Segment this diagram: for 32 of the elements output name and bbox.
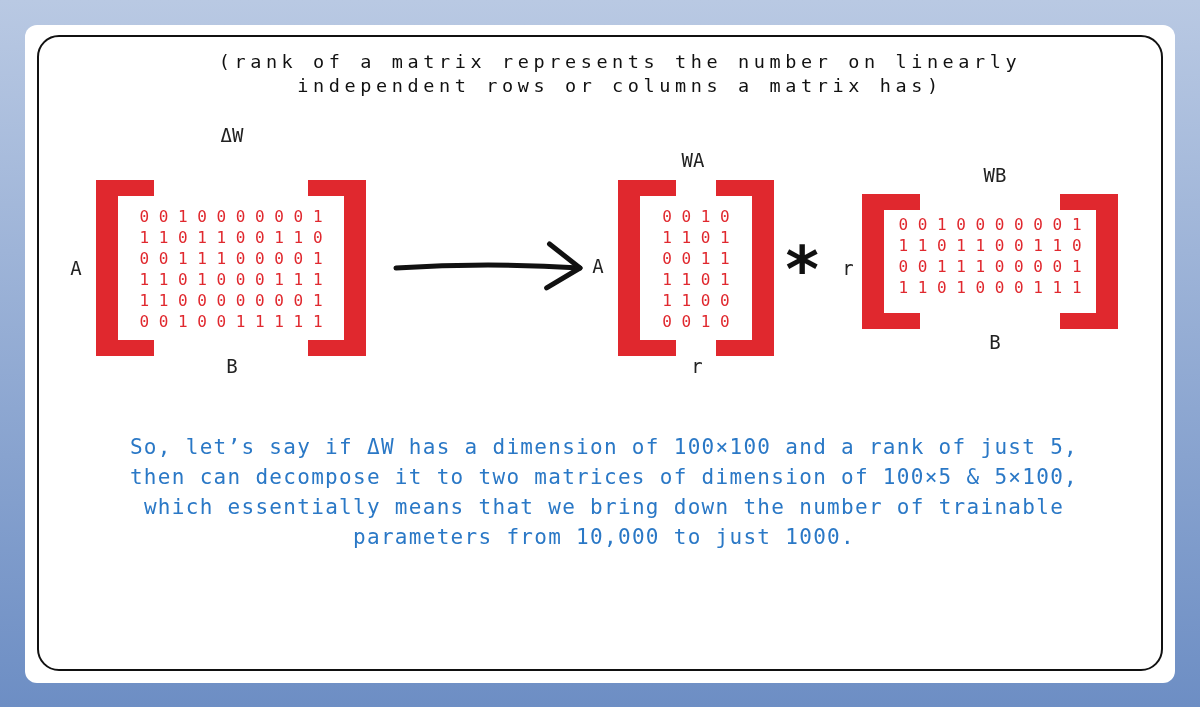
matrix-label: WB — [983, 164, 1007, 186]
matrix-row: 0 0 1 1 1 0 0 0 0 1 — [139, 248, 323, 269]
matrix-label: ΔW — [220, 124, 244, 146]
matrix-row: 0 0 1 0 0 0 0 0 0 1 — [139, 206, 323, 227]
matrix — [618, 180, 774, 356]
matrix-row: 1 1 0 1 0 0 0 1 1 1 — [898, 277, 1082, 298]
explanation-text: So, let’s say if ΔW has a dimension of 100×100 and a rank of just 5, then can decompose it to two matrices of dimension of 100×5 & 5×100, which essentially means that we bring down the number of trainable parameters from 10,000 to just 1000. — [128, 434, 1080, 551]
matrix-row: 1 1 0 1 — [662, 227, 730, 248]
matrix-row: 1 1 0 1 0 0 0 1 1 1 — [139, 269, 323, 290]
matrix-row: 1 1 0 1 — [662, 269, 730, 290]
matrix-label: B — [989, 331, 1001, 353]
arrow — [393, 241, 583, 291]
note-text: (rank of a matrix represents the number on linearly independent rows or columns a matrix has) — [217, 50, 1023, 98]
matrix-label: A — [592, 255, 604, 277]
matrix-row: 0 0 1 0 0 1 1 1 1 1 — [139, 311, 323, 332]
matrix-label: WA — [681, 149, 705, 171]
matrix-row: 1 1 0 1 1 0 0 1 1 0 — [139, 227, 323, 248]
matrix — [862, 194, 1118, 329]
matrix-label: B — [226, 355, 238, 377]
matrix-label: A — [70, 257, 82, 279]
matrix — [96, 180, 366, 356]
matrix-row: 1 1 0 0 — [662, 290, 730, 311]
matrix-row: 0 0 1 0 — [662, 311, 730, 332]
matrix-row: 1 1 0 1 1 0 0 1 1 0 — [898, 235, 1082, 256]
matrix-row: 1 1 0 0 0 0 0 0 0 1 — [139, 290, 323, 311]
matrix-row: 0 0 1 1 1 0 0 0 0 1 — [898, 256, 1082, 277]
matrix-row: 0 0 1 0 — [662, 206, 730, 227]
matrix-label: r — [691, 355, 703, 377]
matrix-row: 0 0 1 0 0 0 0 0 0 1 — [898, 214, 1082, 235]
matrix-label: r — [842, 257, 854, 279]
matrix-row: 0 0 1 1 — [662, 248, 730, 269]
multiply-sign: * — [783, 238, 822, 302]
